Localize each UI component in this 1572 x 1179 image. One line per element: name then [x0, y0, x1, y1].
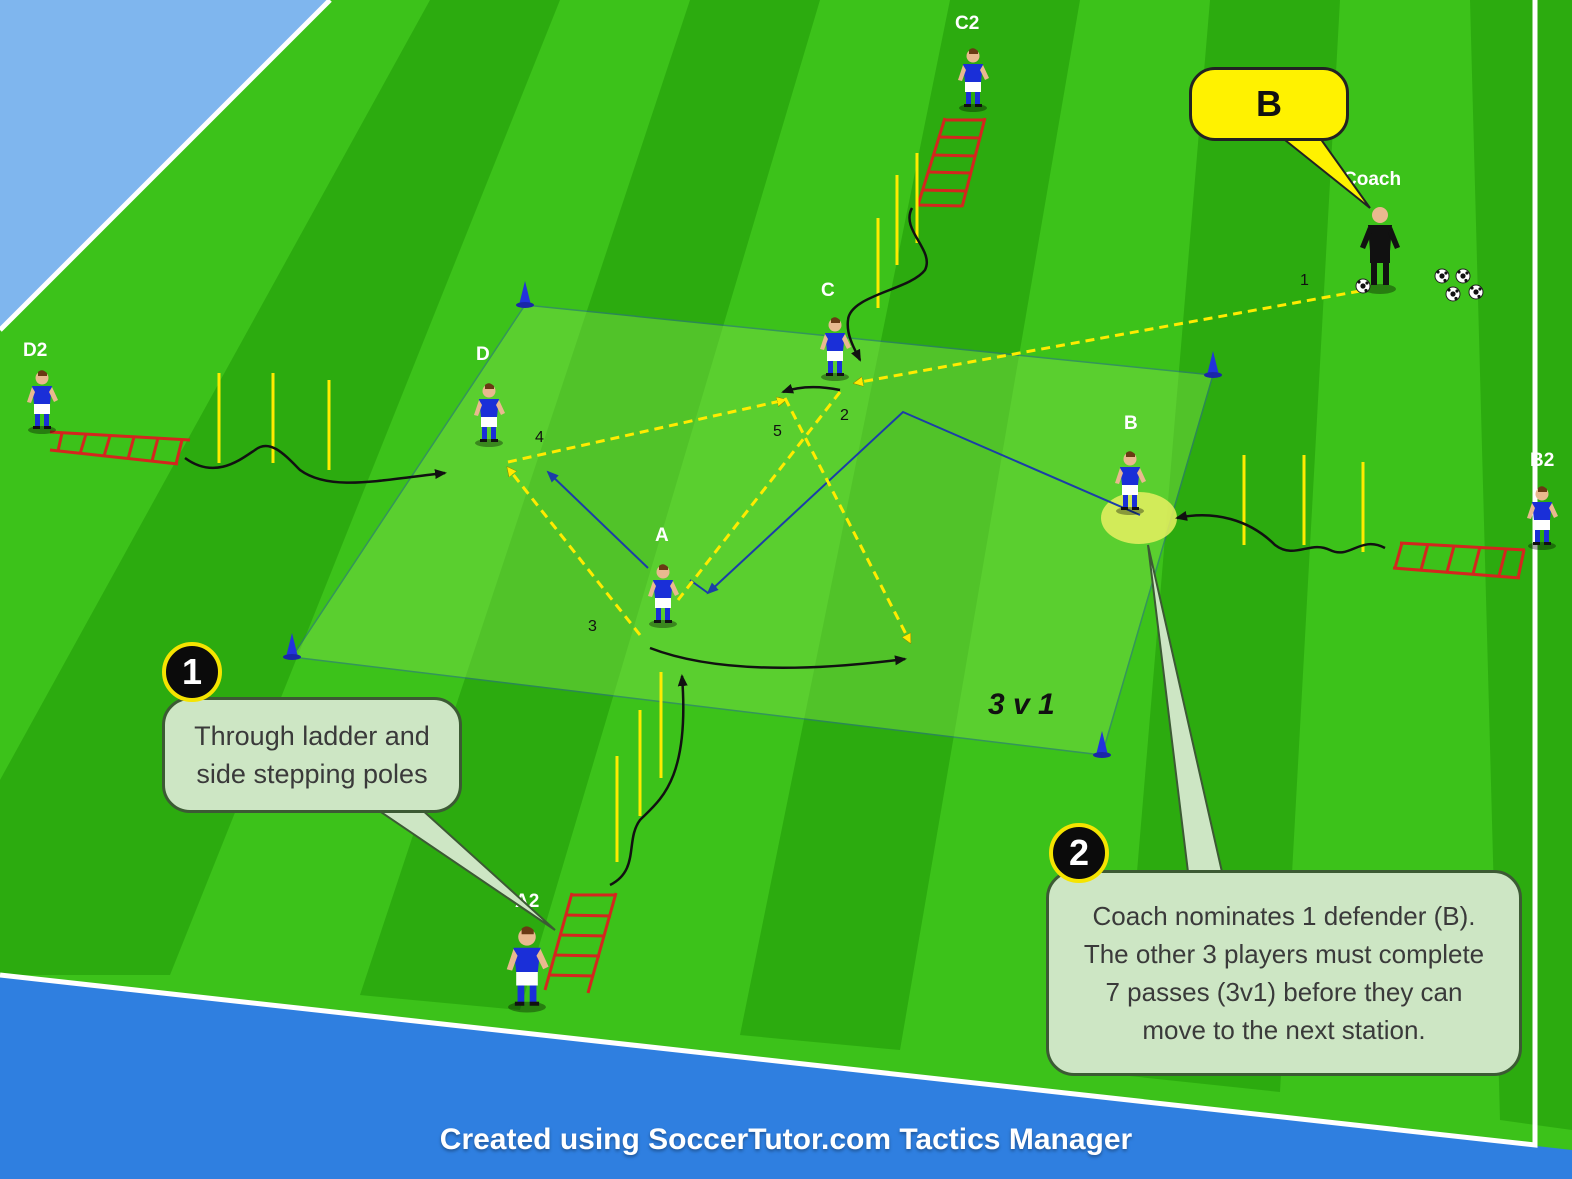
callout-2-line-2: The other 3 players must complete: [1083, 939, 1485, 969]
label-player-b: B: [1124, 413, 1138, 434]
callout-1: Through ladder and side stepping poles: [162, 697, 462, 813]
ball: [1355, 278, 1371, 294]
pass-number-1: 1: [1300, 272, 1309, 289]
label-player-d2: D2: [23, 340, 47, 361]
label-coach: Coach: [1343, 169, 1401, 190]
label-player-d: D: [476, 344, 490, 365]
callout-1-badge: 1: [162, 642, 222, 702]
pitch-stripe: [1120, 0, 1340, 1092]
footer-credit: Created using SoccerTutor.com Tactics Ma…: [439, 1123, 1133, 1156]
touch-line: [0, 0, 332, 332]
pitch-stripe: [0, 0, 560, 975]
pass-number-5: 5: [773, 423, 782, 440]
pass-number-3: 3: [588, 618, 597, 635]
callout-1-line-1: Through ladder and: [194, 721, 430, 751]
ladder-d2: [49, 430, 191, 466]
pitch-stripe: [360, 0, 820, 1010]
ladder-b2: [1392, 541, 1526, 580]
ball: [1455, 268, 1471, 284]
coach-speech-bubble: B: [1189, 67, 1349, 141]
defender-highlight: [1101, 492, 1177, 544]
passes: [508, 289, 1361, 642]
callout-2-line-4: move to the next station.: [1142, 1015, 1426, 1045]
ball: [1445, 286, 1461, 302]
pass-number-2: 2: [840, 407, 849, 424]
callout-1-line-2: side stepping poles: [196, 759, 428, 789]
coach-figure: [1360, 207, 1400, 294]
drill-label: 3 v 1: [988, 688, 1055, 721]
touch-line: [0, 0, 1538, 1148]
ladder-a2: [543, 892, 618, 994]
label-player-c2: C2: [955, 13, 979, 34]
label-player-c: C: [821, 280, 835, 301]
label-player-b2: B2: [1530, 450, 1554, 471]
pass-number-4: 4: [535, 429, 544, 446]
callout-2-line-3: 7 passes (3v1) before they can: [1105, 977, 1463, 1007]
callout-2: Coach nominates 1 defender (B). The othe…: [1046, 870, 1522, 1076]
ball: [1468, 284, 1484, 300]
player-runs: [184, 207, 1386, 887]
pitch-stripe: [740, 0, 1080, 1050]
poles: [217, 153, 1365, 862]
ladder-c2: [916, 117, 987, 208]
callout-2-badge: 2: [1049, 823, 1109, 883]
label-player-a: A: [655, 525, 669, 546]
ball: [1434, 268, 1450, 284]
callout-2-line-1: Coach nominates 1 defender (B).: [1092, 901, 1476, 931]
